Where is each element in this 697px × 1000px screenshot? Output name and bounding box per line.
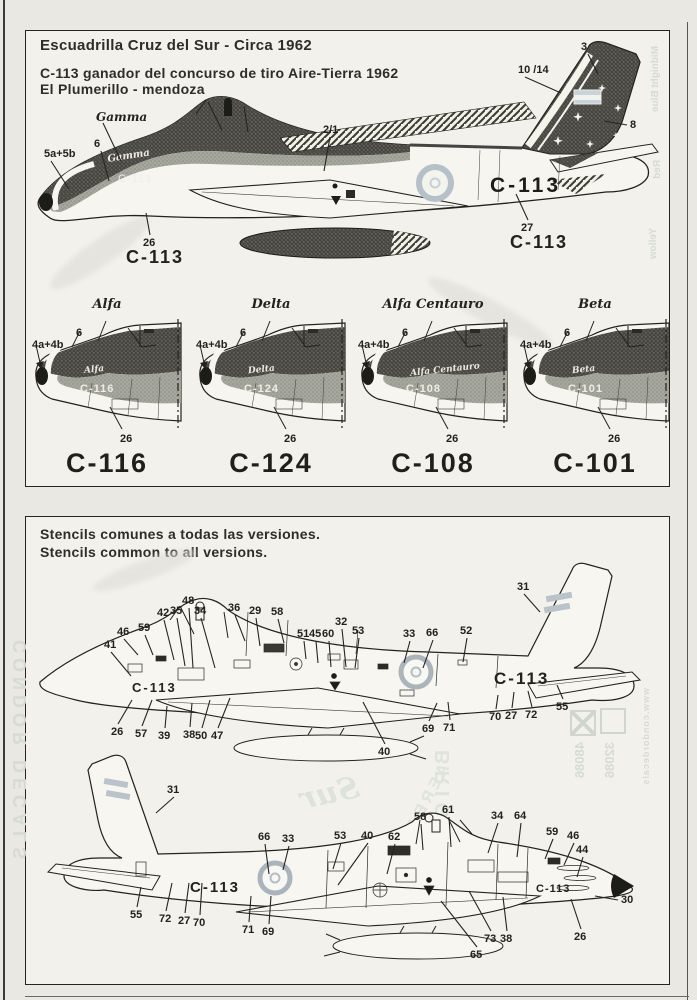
stencil-profile-left: C-113 C-113 <box>39 562 642 762</box>
wing-inner-line <box>167 701 449 717</box>
nose-code-white: C-124 <box>244 383 279 395</box>
callout-26: 26 <box>446 433 459 445</box>
scan-edge-left <box>3 0 5 1000</box>
stencil-arrow <box>331 196 341 205</box>
nose-illustration <box>28 319 183 437</box>
pilot-head <box>224 98 232 106</box>
fin-stripe <box>545 591 573 603</box>
nose-script-label: Alfa Centauro <box>382 297 484 312</box>
hatched-band <box>279 101 537 153</box>
fin-stripe <box>105 789 131 801</box>
rear-code: C-113 <box>494 669 549 688</box>
callout-6: 6 <box>564 327 571 339</box>
pilot-head <box>424 813 434 823</box>
roundel <box>416 164 454 202</box>
tailplane <box>549 143 659 173</box>
nose-illustration <box>192 319 347 437</box>
spine-line <box>409 143 523 150</box>
nose-code: C-116 <box>65 448 149 478</box>
rear-code: C-113 <box>190 879 240 896</box>
stencil-flag-mark <box>346 190 355 198</box>
callout-6: 6 <box>240 327 247 339</box>
tailplane-line <box>61 867 151 879</box>
callout-26: 26 <box>284 433 297 445</box>
callout-4a-4b: 4a+4b <box>358 339 390 351</box>
callout-6: 6 <box>76 327 83 339</box>
roundel-center <box>429 177 441 189</box>
roundel-center <box>269 872 281 884</box>
wing-inner-line <box>201 191 455 207</box>
panel2-title-es: Stencils comunes a todas las versiones. <box>40 526 321 542</box>
nose-profile-c101: Beta 4a+4b 6 26 Beta C-101 C-101 <box>516 295 674 487</box>
nose-code-white: C-113 <box>118 173 152 185</box>
nose-illustration <box>516 319 671 437</box>
tailplane <box>46 863 161 891</box>
stencil-profile-right: C-113 C-113 <box>46 754 634 960</box>
nose-script-label: Alfa <box>92 297 122 312</box>
panel2-title-en: Stencils common to all versions. <box>40 544 268 560</box>
front-code: C-113 <box>132 680 177 695</box>
tailplane <box>527 671 642 699</box>
nose-profile-c124: Delta 4a+4b 6 26 Delta C-124 C-124 <box>192 295 350 487</box>
nose-code-white: C-101 <box>568 383 603 395</box>
nose-script-label: Delta <box>251 297 291 312</box>
panel1-location: El Plumerillo - mendoza <box>40 81 205 97</box>
fin-white-stripe <box>525 52 593 149</box>
roundel <box>398 654 434 690</box>
gray-camouflage <box>50 150 410 212</box>
intake-mouth <box>39 193 53 211</box>
scan-edge-bottom <box>25 996 689 997</box>
roundel-center <box>410 666 422 678</box>
callout-26: 26 <box>120 433 133 445</box>
pilot-seat <box>224 104 232 116</box>
southern-cross-stars <box>553 80 622 148</box>
callout-4a-4b: 4a+4b <box>520 339 552 351</box>
black-nose-tip <box>611 874 634 898</box>
drop-tank <box>239 227 431 259</box>
ghost-checkbox-empty <box>600 708 626 734</box>
nose-code-white: C-108 <box>406 383 441 395</box>
panel1-title: Escuadrilla Cruz del Sur - Circa 1962 <box>40 37 313 54</box>
stencil-dot <box>332 183 338 189</box>
callout-26: 26 <box>608 433 621 445</box>
pilot-head <box>195 601 205 611</box>
drop-tank <box>332 932 504 960</box>
rear-hatch-wedge <box>550 174 606 194</box>
front-code: C-113 <box>536 883 570 895</box>
fin-stripe <box>543 602 571 614</box>
nose-code: C-124 <box>229 448 313 478</box>
callout-4a-4b: 4a+4b <box>196 339 228 351</box>
nose-code-white: C-116 <box>80 383 115 395</box>
tailplane-camo <box>550 152 600 168</box>
tailplane-line <box>537 675 627 687</box>
ghost-checkbox-checked <box>570 710 596 736</box>
nose-illustration <box>354 319 509 437</box>
fin-stripe <box>103 777 129 789</box>
nose-code: C-108 <box>391 448 475 478</box>
tank-fins <box>323 925 437 957</box>
pilot-seat <box>431 819 441 833</box>
scan-edge-right <box>687 22 688 1000</box>
tail-flag-band <box>574 95 601 100</box>
roundel <box>257 860 293 896</box>
dark-camouflage <box>39 96 411 206</box>
pilot-seat <box>195 607 205 621</box>
drop-tank-hatch-tip <box>390 230 430 255</box>
nose-script-label: Beta <box>578 297 612 312</box>
panel1-subtitle: C-113 ganador del concurso de tiro Aire-… <box>40 65 399 81</box>
nose-profile-c116: Alfa 4a+4b 6 26 Alfa C-116 C-116 <box>28 295 186 487</box>
nose-profile-c108: Alfa Centauro 4a+4b 6 26 Alfa Centauro C… <box>354 295 512 487</box>
nose-code: C-101 <box>553 448 637 478</box>
callout-4a-4b: 4a+4b <box>32 339 64 351</box>
callout-6: 6 <box>402 327 409 339</box>
nose-script-white: Alfa <box>83 363 105 377</box>
panel-lines <box>477 149 561 203</box>
canopy-frames <box>195 99 249 133</box>
tank-fins <box>307 727 427 760</box>
fuselage-code: C-113 <box>490 174 561 197</box>
main-profile-illustration: C-113 Gamma C-113 <box>37 41 659 259</box>
